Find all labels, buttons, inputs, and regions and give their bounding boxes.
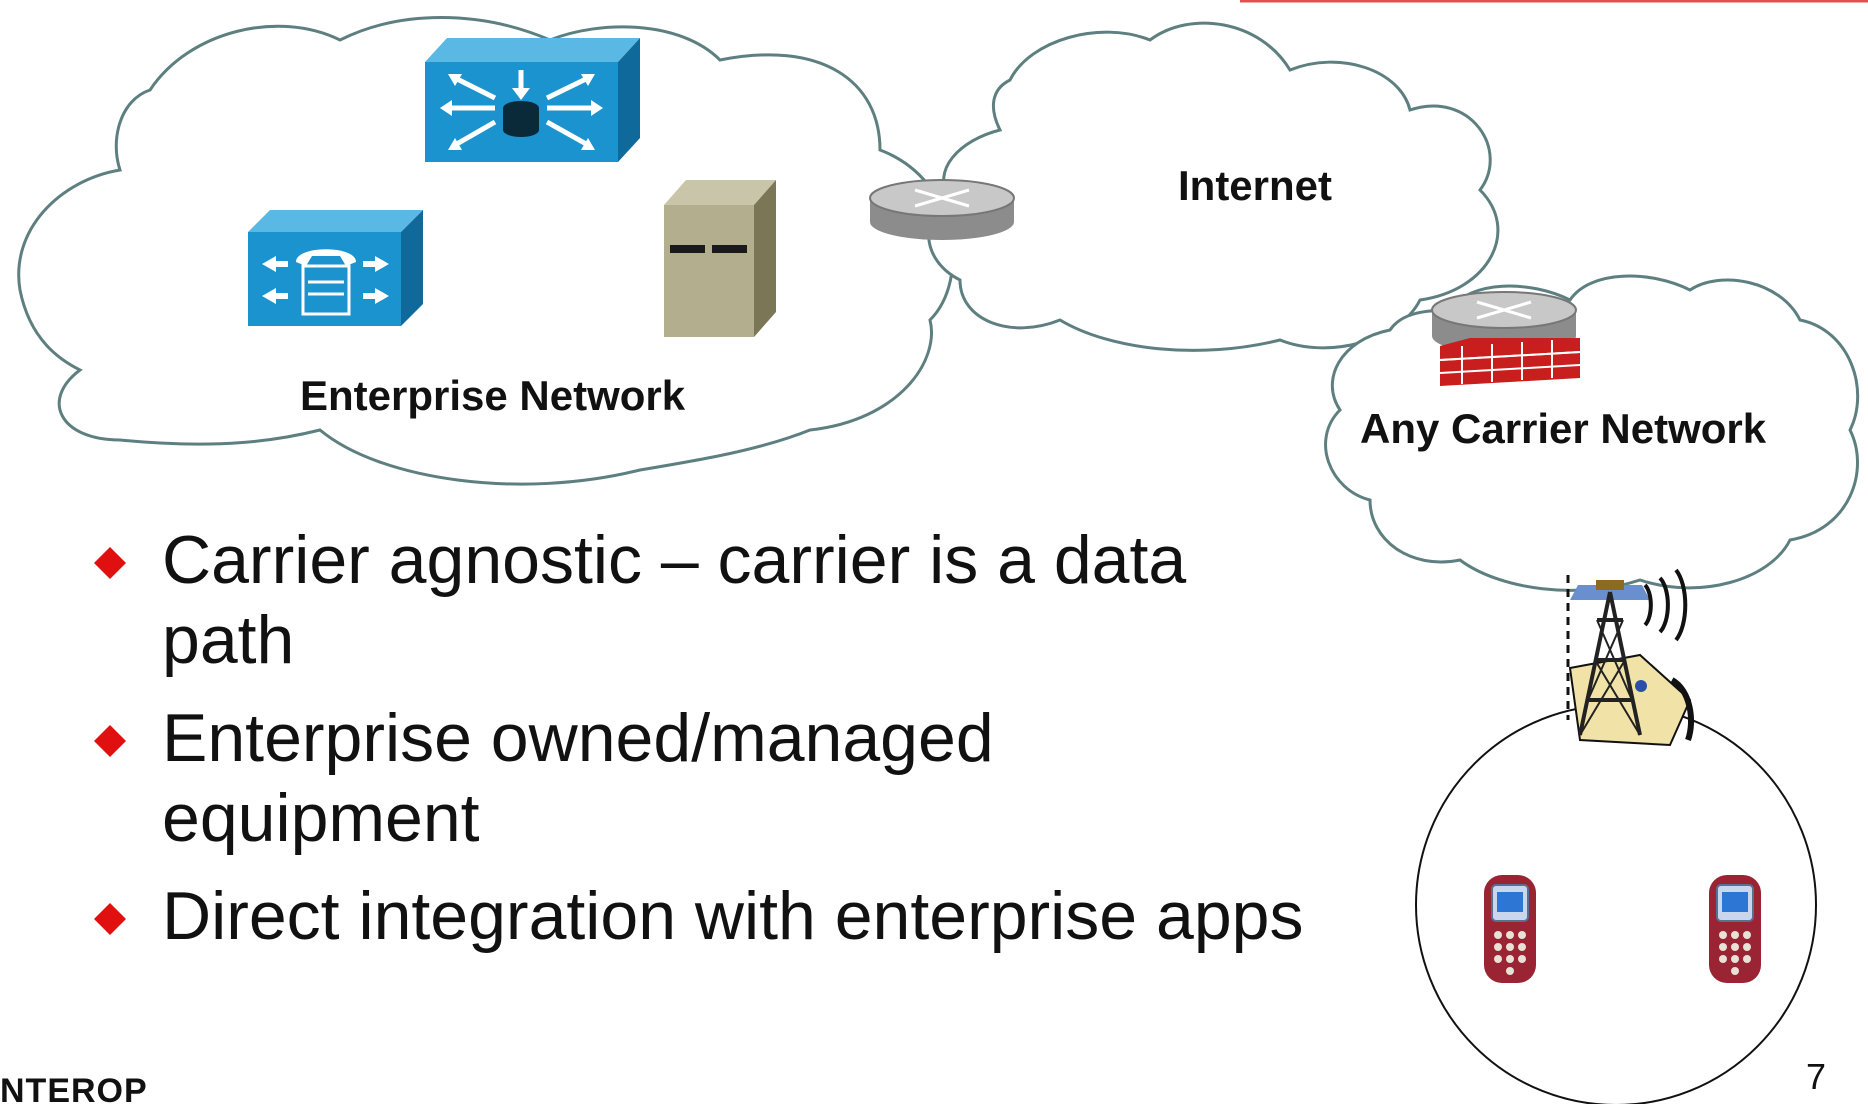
bullet-diamond-icon (94, 547, 126, 579)
enterprise-network-label: Enterprise Network (300, 372, 686, 419)
interop-logo: NTEROP (0, 1072, 148, 1110)
internet-cloud (927, 21, 1500, 352)
cell-tower-icon (1566, 568, 1694, 747)
page-number: 7 (1806, 1056, 1827, 1097)
bullet-text: Direct integration with enterprise apps (162, 878, 1304, 954)
bullet-item: Direct integration with enterprise apps (90, 876, 1320, 956)
bullet-diamond-icon (94, 725, 126, 757)
router-icon (869, 179, 1015, 240)
ip-phone-gateway-icon (248, 210, 423, 326)
firewall-router-icon (1431, 291, 1581, 386)
layer3-switch-icon (425, 38, 640, 162)
bullet-text: Enterprise owned/managed equipment (162, 700, 994, 856)
carrier-network-label: Any Carrier Network (1360, 405, 1767, 452)
enterprise-cloud (17, 16, 955, 486)
bullet-item: Enterprise owned/managed equipment (90, 698, 1320, 858)
mobile-phone-icon (1484, 875, 1536, 983)
bullet-list: Carrier agnostic – carrier is a data pat… (90, 520, 1320, 974)
bullet-text: Carrier agnostic – carrier is a data pat… (162, 522, 1187, 678)
bullet-diamond-icon (94, 903, 126, 935)
bullet-item: Carrier agnostic – carrier is a data pat… (90, 520, 1320, 680)
internet-label: Internet (1178, 162, 1333, 209)
server-icon (664, 180, 776, 337)
mobile-phone-icon (1709, 875, 1761, 983)
